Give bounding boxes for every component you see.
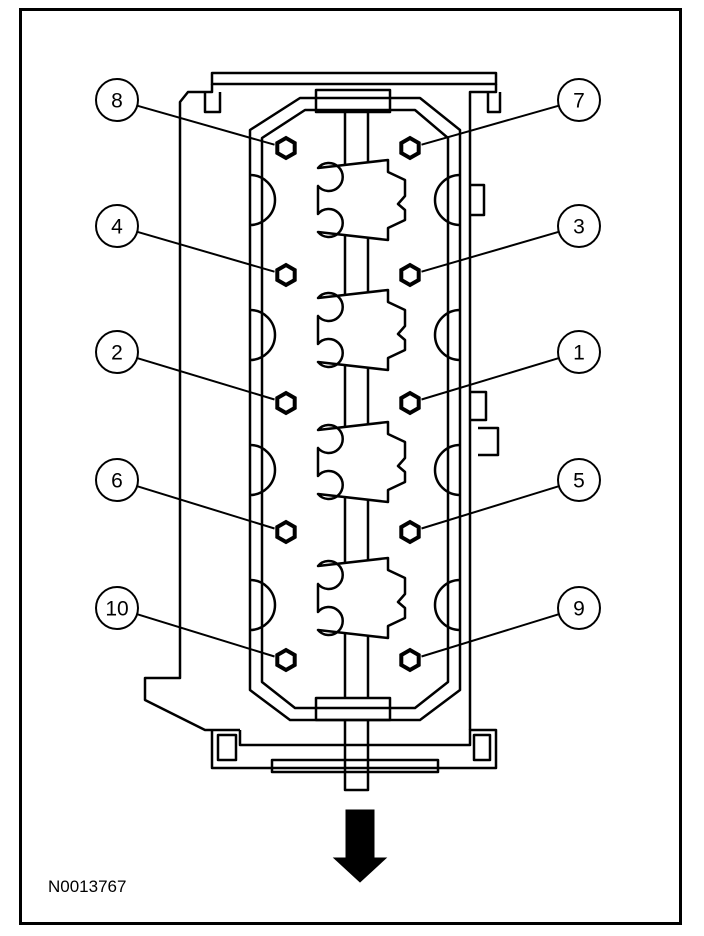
figure-id: N0013767 — [48, 877, 126, 896]
hex-bolt-icon — [275, 390, 297, 416]
hex-bolt-icon — [275, 135, 297, 161]
callout-number: 8 — [111, 90, 123, 113]
callout-number: 10 — [105, 598, 128, 621]
callout-number: 9 — [573, 598, 585, 621]
bearing-cap — [316, 420, 407, 504]
hex-bolt-icon — [399, 519, 421, 545]
cam-rear-cap — [314, 696, 392, 722]
callout-leader-line — [421, 104, 560, 146]
callout-number: 3 — [573, 216, 585, 239]
callout-leader-line — [136, 230, 275, 273]
callout-leader-line — [421, 485, 560, 530]
callout-circle — [557, 586, 601, 630]
scallop-right-1 — [433, 173, 461, 227]
callout-number: 6 — [111, 470, 123, 493]
callout-leader-line — [421, 613, 560, 658]
head-right-boss-upper — [470, 183, 486, 217]
scallop-right-2 — [433, 308, 461, 362]
callout-circle — [95, 204, 139, 248]
callout-number: 2 — [111, 342, 123, 365]
scallop-right-4 — [433, 578, 461, 632]
bearing-cap — [316, 288, 407, 372]
bearing-cap — [316, 158, 407, 242]
callout-leader-line — [421, 230, 560, 273]
head-bottom-plate — [210, 728, 498, 770]
head-right-boss-side — [478, 426, 500, 457]
callout-circle — [95, 586, 139, 630]
cam-carrier-outline — [248, 96, 462, 722]
head-right-profile — [468, 84, 498, 730]
scallop-left-1 — [249, 173, 277, 227]
cam-front-cap — [314, 88, 392, 114]
hex-bolt-icon — [275, 647, 297, 673]
hex-bolt-icon — [275, 519, 297, 545]
scallop-right-3 — [433, 443, 461, 497]
callout-leader-line — [136, 613, 275, 658]
callout-circle — [557, 458, 601, 502]
hex-bolt-icon — [399, 390, 421, 416]
cam-carrier-inner — [260, 108, 450, 710]
callout-leader-line — [136, 485, 275, 530]
hex-bolt-icon — [275, 262, 297, 288]
scallop-left-2 — [249, 308, 277, 362]
head-left-profile — [143, 84, 240, 732]
callout-circle — [95, 330, 139, 374]
callout-leader-line — [421, 357, 560, 401]
hex-bolt-icon — [399, 135, 421, 161]
head-bottom-lug-left — [216, 733, 238, 762]
callout-leader-line — [136, 357, 275, 401]
hex-bolt-icon — [399, 647, 421, 673]
callout-circle — [95, 78, 139, 122]
callout-circle — [557, 204, 601, 248]
callout-number: 1 — [573, 342, 585, 365]
scallop-left-3 — [249, 443, 277, 497]
callout-circle — [557, 78, 601, 122]
hex-bolt-icon — [399, 262, 421, 288]
callout-number: 4 — [111, 216, 123, 239]
callout-circle — [557, 330, 601, 374]
callout-circle — [95, 458, 139, 502]
camshaft-nose — [343, 720, 370, 792]
front-cover-strip — [270, 758, 440, 774]
callout-number: 7 — [573, 90, 585, 113]
head-bottom-lug-right — [472, 733, 492, 762]
callout-leader-line — [136, 104, 275, 146]
callout-number: 5 — [573, 470, 585, 493]
down-arrow-icon — [332, 809, 388, 883]
bearing-cap — [316, 556, 407, 640]
head-right-lug — [486, 92, 502, 114]
scallop-left-4 — [249, 578, 277, 632]
head-right-boss-lower — [470, 390, 488, 422]
head-left-lug — [203, 92, 222, 114]
head-top-bar — [210, 71, 498, 86]
